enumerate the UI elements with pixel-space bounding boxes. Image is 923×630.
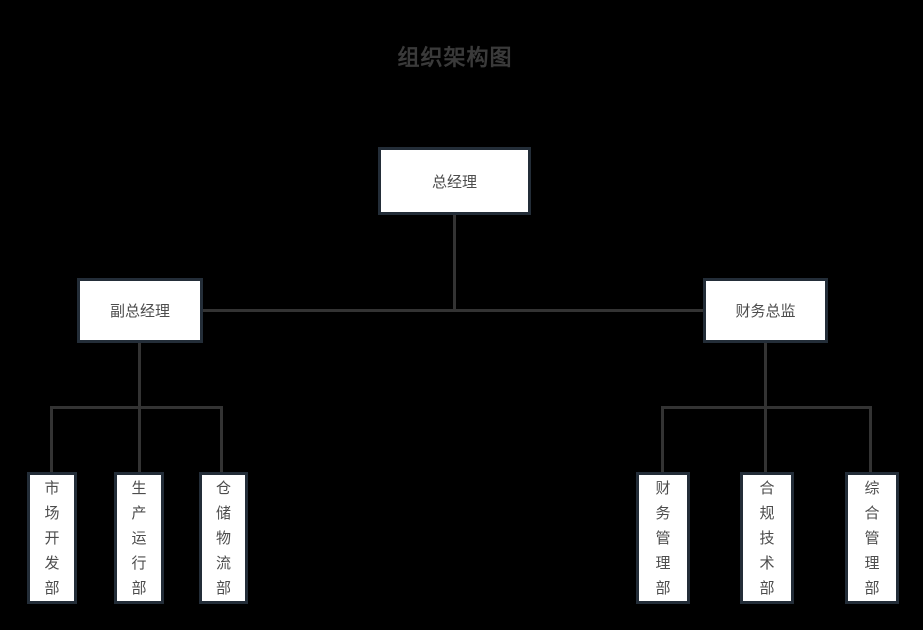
node-market-development-dept-label: 市场开发部	[44, 479, 60, 597]
node-finance-director: 财务总监	[703, 278, 828, 343]
node-warehouse-logistics-dept-label: 仓储物流部	[215, 479, 231, 597]
connector-root-stem	[453, 215, 456, 310]
node-deputy-general-manager-label: 副总经理	[109, 303, 170, 320]
node-warehouse-logistics-dept: 仓储物流部	[199, 472, 248, 604]
node-deputy-general-manager: 副总经理	[77, 278, 203, 343]
diagram-title: 组织架构图	[397, 45, 513, 70]
node-compliance-technology-dept-label: 合规技术部	[759, 479, 775, 597]
connector-right-drop-1	[661, 406, 664, 472]
node-financial-management-dept-label: 财务管理部	[655, 479, 671, 597]
connector-left-drop-1	[50, 406, 53, 472]
connector-left-drop-3	[220, 406, 223, 472]
node-finance-director-label: 财务总监	[735, 303, 796, 320]
node-production-operation-dept: 生产运行部	[114, 472, 164, 604]
node-general-manager: 总经理	[378, 147, 531, 215]
node-general-management-dept: 综合管理部	[845, 472, 899, 604]
node-financial-management-dept: 财务管理部	[636, 472, 690, 604]
node-production-operation-dept-label: 生产运行部	[131, 479, 147, 597]
connector-left-departments-bus	[50, 406, 223, 409]
connector-right-drop-3	[869, 406, 872, 472]
connector-right-departments-bus	[661, 406, 872, 409]
connector-level2-bus	[203, 309, 703, 312]
node-general-manager-label: 总经理	[431, 173, 477, 191]
node-market-development-dept: 市场开发部	[27, 472, 77, 604]
node-general-management-dept-label: 综合管理部	[864, 479, 880, 597]
node-compliance-technology-dept: 合规技术部	[740, 472, 794, 604]
